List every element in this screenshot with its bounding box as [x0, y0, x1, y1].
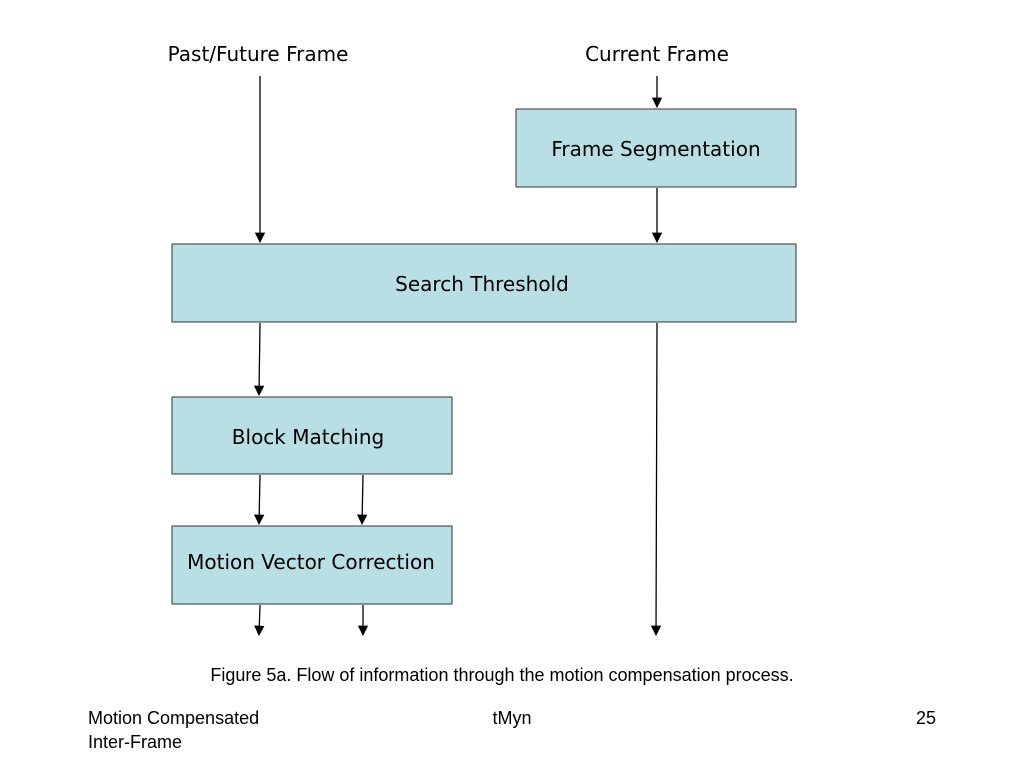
motion-vector-correction-box: [171, 525, 453, 605]
motion-vector-correction-label: Motion Vector Correction: [187, 550, 435, 574]
page-number: 25: [915, 708, 936, 728]
frame-segmentation-label: Frame Segmentation: [551, 137, 760, 161]
input-label-past-future-frame: Past/Future Frame: [168, 42, 349, 66]
block-matching-box: [171, 396, 453, 475]
figure-caption: Figure 5a. Flow of information through t…: [210, 665, 794, 685]
arrow-search-threshold-to-block-matching: [253, 322, 265, 397]
frame-segmentation-box: [515, 108, 797, 188]
input-label-current-frame: Current Frame: [585, 42, 729, 66]
arrow-search-threshold-output: [650, 322, 662, 637]
footer-author: tMyn: [492, 708, 532, 728]
block-matching-label: Block Matching: [232, 425, 384, 449]
footer-title: Motion Compensated Inter-Frame: [88, 706, 328, 754]
arrow-correction-output-left: [254, 604, 265, 637]
arrow-block-matching-to-correction-right: [356, 474, 368, 526]
arrow-block-matching-to-correction-left: [253, 474, 265, 526]
footer-title-line-1: Motion Compensated: [88, 708, 260, 728]
search-threshold-box: [171, 243, 797, 323]
search-threshold-label: Search Threshold: [395, 272, 569, 296]
footer-title-line-2: Inter-Frame: [88, 732, 183, 752]
